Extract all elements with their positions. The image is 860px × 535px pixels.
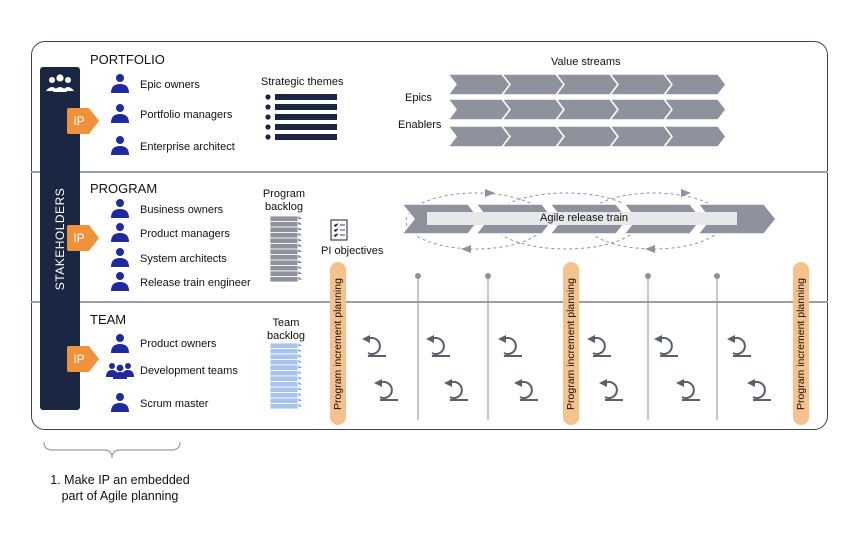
iteration-cycle-icon	[498, 335, 522, 357]
backlog-item	[269, 403, 299, 410]
person-icon	[111, 74, 129, 93]
value-stream-chevron	[662, 98, 727, 121]
person-icon	[111, 136, 129, 155]
flow-arrow	[461, 245, 471, 253]
role-system-architects: System architects	[140, 253, 227, 265]
person-icon	[111, 199, 129, 218]
role-enterprise-architect: Enterprise architect	[140, 141, 235, 153]
iteration-dot	[415, 273, 421, 279]
value-stream-chevron	[662, 125, 727, 148]
agile-release-train-label: Agile release train	[540, 212, 629, 224]
role-release-train-engineer: Release train engineer	[140, 277, 251, 289]
team-group-icon	[106, 363, 134, 379]
ip-badge-portfolio: IP	[67, 108, 101, 134]
iteration-cycle-icon	[426, 335, 450, 357]
team-title: TEAM	[90, 312, 127, 327]
ip-badge-team: IP	[67, 346, 101, 372]
pi-planning-bar: Program increment planning	[563, 262, 579, 425]
value-stream-chevron	[662, 73, 727, 96]
flow-arrow	[485, 189, 495, 197]
epics-label: Epics	[405, 92, 432, 104]
iteration-cycle-icon	[514, 379, 538, 401]
ip-badge-program: IP	[67, 225, 101, 251]
person-icon	[111, 334, 129, 353]
iteration-cycle-icon	[599, 379, 623, 401]
iteration-cycle-icon	[444, 379, 468, 401]
backlog-item	[269, 276, 299, 283]
iteration-cycle-icon	[654, 335, 678, 357]
role-epic-owners: Epic owners	[140, 79, 200, 91]
person-icon	[111, 104, 129, 123]
role-portfolio-managers: Portfolio managers	[140, 109, 233, 121]
program-title: PROGRAM	[90, 181, 158, 196]
flow-arrow	[645, 245, 655, 253]
iteration-cycle-icon	[362, 335, 386, 357]
portfolio-program-divider	[31, 171, 828, 173]
iteration-dot	[645, 273, 651, 279]
iteration-dot	[485, 273, 491, 279]
portfolio-title: PORTFOLIO	[90, 52, 165, 67]
pi-planning-bar: Program increment planning	[793, 262, 809, 425]
pi-planning-bar: Program increment planning	[330, 262, 346, 425]
value-streams-label: Value streams	[551, 56, 621, 68]
person-icon	[111, 393, 129, 412]
diagram-frame	[31, 41, 828, 430]
person-icon	[111, 248, 129, 267]
iteration-dot	[714, 273, 720, 279]
role-business-owners: Business owners	[140, 204, 224, 216]
team-backlog-label: Team backlog	[267, 317, 305, 342]
iteration-cycle-icon	[747, 379, 771, 401]
iteration-cycle-icon	[587, 335, 611, 357]
role-scrum-master: Scrum master	[140, 398, 209, 410]
program-team-divider	[31, 301, 828, 303]
pi-objectives-label: PI objectives	[321, 245, 384, 257]
program-backlog-label: Program backlog	[262, 188, 306, 213]
stakeholders-group-icon	[46, 74, 74, 92]
release-train-band	[427, 212, 737, 225]
person-icon	[111, 272, 129, 291]
flow-arrow	[681, 189, 691, 197]
footnote: 1. Make IP an embedded part of Agile pla…	[50, 473, 190, 503]
role-product-owners: Product owners	[140, 338, 217, 350]
strategic-themes-label: Strategic themes	[261, 76, 344, 88]
person-icon	[111, 223, 129, 242]
enablers-label: Enablers	[398, 119, 442, 131]
iteration-cycle-icon	[676, 379, 700, 401]
iteration-cycle-icon	[374, 379, 398, 401]
iteration-cycle-icon	[727, 335, 751, 357]
role-product-managers: Product managers	[140, 228, 230, 240]
role-development-teams: Development teams	[140, 365, 238, 377]
